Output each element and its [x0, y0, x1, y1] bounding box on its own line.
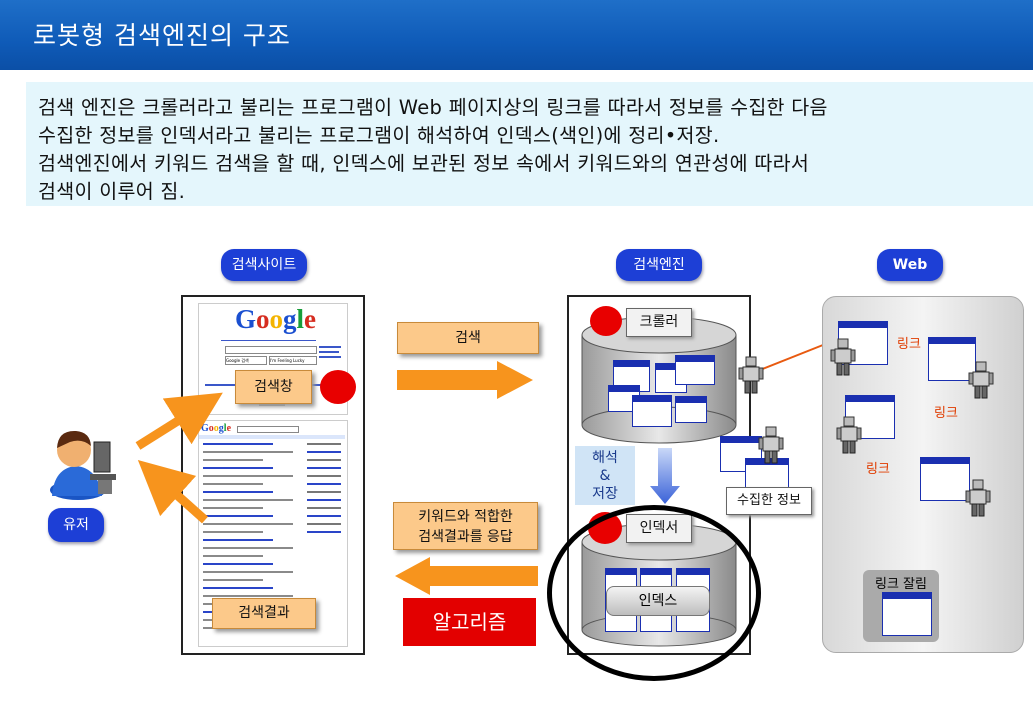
crawler-robot-icon [836, 416, 862, 454]
response-label: 키워드와 적합한 검색결과를 응답 [393, 502, 538, 550]
crawled-page-3 [675, 355, 715, 385]
result-line [203, 547, 293, 549]
crawler-web-line [754, 342, 829, 373]
collected-info-label: 수집한 정보 [726, 487, 812, 515]
result-line [203, 531, 263, 533]
link-label-2: 링크 [934, 406, 958, 421]
title-bar [0, 0, 1033, 70]
web-page-4 [920, 457, 970, 501]
result-line [203, 539, 273, 541]
result-ad-line [307, 483, 341, 485]
crawler-robot-icon [965, 479, 991, 517]
result-ad-line [307, 507, 341, 509]
search-result-label: 검색결과 [212, 598, 316, 629]
google-lucky-button: I'm Feeling Lucky [269, 356, 317, 365]
result-line [203, 579, 263, 581]
crawled-page-6 [675, 396, 707, 423]
result-line [203, 555, 263, 557]
result-ad-line [307, 499, 341, 501]
result-ad-line [307, 531, 341, 533]
broken-link-page [882, 592, 932, 636]
analyze-store-label: 해석 & 저장 [575, 446, 635, 505]
result-line [203, 475, 293, 477]
description-line-3: 검색엔진에서 키워드 검색을 할 때, 인덱스에 보관된 정보 속에서 키워드와… [38, 152, 810, 175]
result-ad-line [307, 443, 341, 445]
description-box: 검색 엔진은 크롤러라고 불리는 프로그램이 Web 페이지상의 링크를 따라서… [26, 82, 1033, 206]
results-to-user-arrow [137, 460, 208, 524]
search-site-label: 검색사이트 [221, 249, 307, 281]
result-line [203, 587, 273, 589]
down-blue-arrow [650, 448, 680, 504]
description-line-4: 검색이 이루어 짐. [38, 180, 186, 203]
result-ad-line [307, 451, 341, 453]
search-box-label: 검색창 [235, 370, 312, 404]
crawler-label: 크롤러 [626, 308, 692, 337]
response-arrow [395, 557, 538, 595]
link-label-1: 링크 [897, 337, 921, 352]
web-label: Web [877, 249, 943, 281]
search-engine-label: 검색엔진 [616, 249, 702, 281]
result-line [203, 443, 273, 445]
google-logo: Google [235, 304, 317, 334]
result-ad-line [307, 459, 341, 461]
algorithm-label: 알고리즘 [403, 598, 536, 646]
web-page-2 [928, 337, 976, 381]
result-line [203, 507, 263, 509]
result-line [203, 523, 293, 525]
crawler-red-dot [590, 306, 622, 336]
indexer-highlight-circle [547, 505, 761, 681]
search-label: 검색 [397, 322, 539, 354]
result-ad-line [307, 467, 341, 469]
result-line [203, 571, 293, 573]
crawler-robot-icon [830, 338, 856, 376]
crawler-robot-icon [968, 361, 994, 399]
crawler-robot-icon [758, 426, 784, 464]
description-line-2: 수집한 정보를 인덱서라고 불리는 프로그램이 해석하여 인덱스(색인)에 정리… [38, 124, 720, 147]
result-line [203, 515, 273, 517]
collected-page-1 [720, 436, 762, 472]
result-line [203, 499, 293, 501]
result-line [203, 563, 273, 565]
description-line-1: 검색 엔진은 크롤러라고 불리는 프로그램이 Web 페이지상의 링크를 따라서… [38, 96, 828, 119]
page-title: 로봇형 검색엔진의 구조 [33, 21, 291, 50]
result-line [203, 595, 293, 597]
crawled-page-5 [632, 395, 672, 427]
result-line [203, 483, 263, 485]
result-line [203, 451, 293, 453]
result-ad-line [307, 491, 341, 493]
broken-link-box: 링크 잘림 [863, 570, 939, 642]
crawler-robot-icon [738, 356, 764, 394]
result-ad-line [307, 523, 341, 525]
result-ad-line [307, 475, 341, 477]
result-line [203, 459, 263, 461]
search-box-red-dot [320, 370, 356, 404]
result-line [203, 467, 273, 469]
user-to-search-arrow [135, 392, 223, 450]
user-icon [50, 430, 116, 500]
link-label-3: 링크 [866, 462, 890, 477]
broken-link-label: 링크 잘림 [875, 577, 927, 592]
search-request-arrow [397, 361, 533, 399]
user-label: 유저 [48, 508, 104, 542]
result-ad-line [307, 515, 341, 517]
result-line [203, 491, 273, 493]
google-search-button: Google 검색 [225, 356, 267, 365]
